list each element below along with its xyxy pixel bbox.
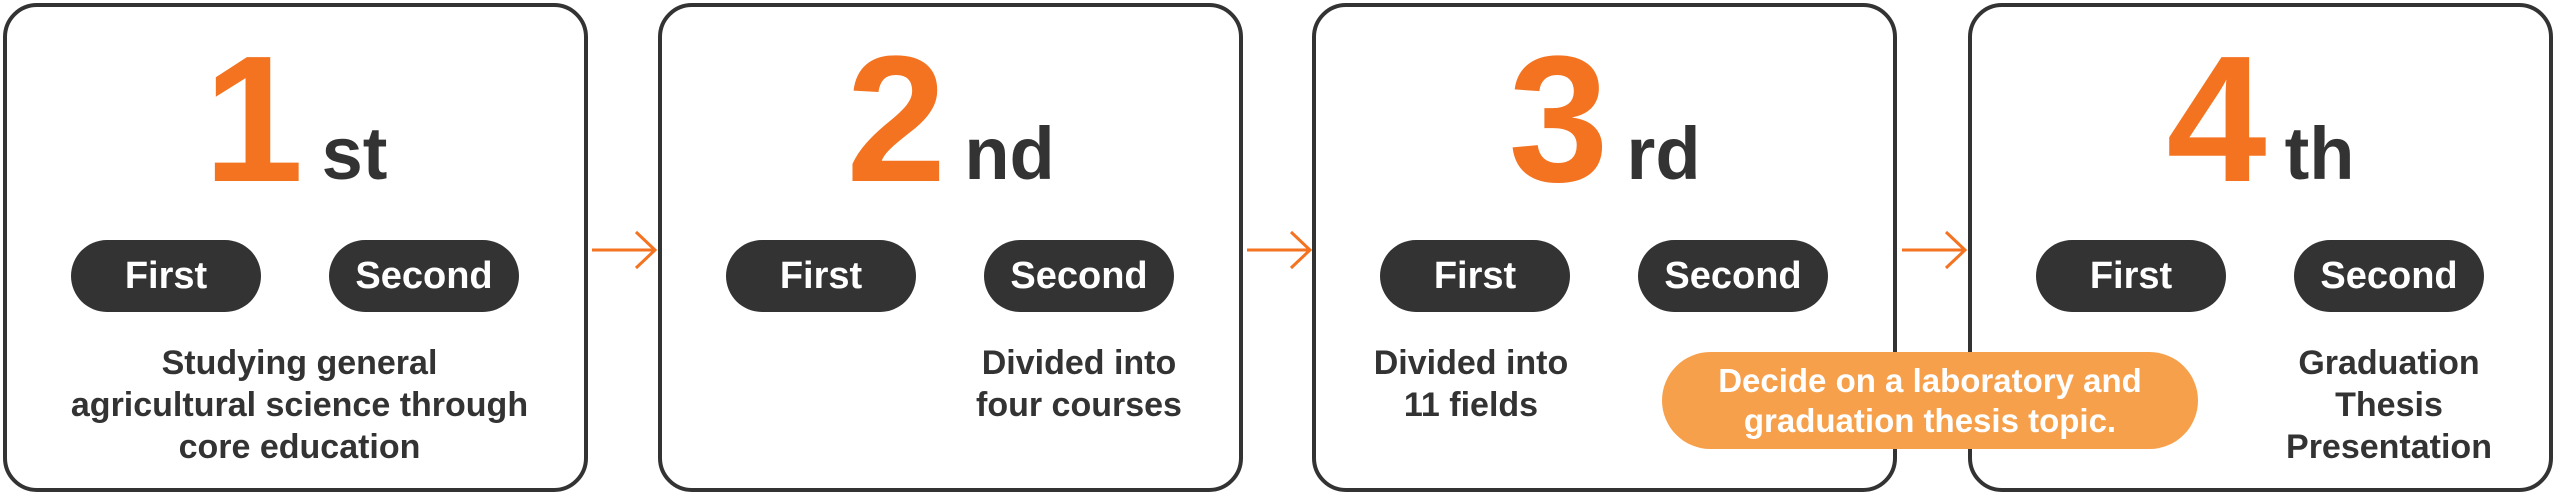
arrow-right-icon [592,230,658,270]
year-description: Studying general agricultural science th… [67,342,532,468]
year-card-1: 1 st First Second Studying general agric… [3,3,588,492]
semester-second-pill: Second [329,240,519,312]
semester-second-pill: Second [2294,240,2484,312]
year-card-3: 3 rd First Second Divided into 11 fields [1312,3,1897,492]
description-line: Divided into [981,344,1177,382]
description-line: Presentation [2286,428,2492,466]
arrow-right-icon [1247,230,1313,270]
description-line: Thesis [2335,386,2443,424]
year-suffix: th [2284,112,2355,195]
semester-first-pill: First [2036,240,2226,312]
year-card-2: 2 nd First Second Divided into four cour… [658,3,1243,492]
description-line: Graduation [2298,344,2480,382]
description-line: core education [178,428,421,466]
semester-first-pill: First [71,240,261,312]
year-heading-2: 2 nd [662,19,1239,220]
year-heading-1: 1 st [7,19,584,220]
year-suffix: nd [964,112,1055,195]
year-heading-4: 4 th [1972,19,2549,220]
description-line: agricultural science through [70,386,529,424]
semester-second-pill: Second [984,240,1174,312]
year-number: 2 [846,19,946,220]
year-number: 4 [2166,19,2267,220]
description-line: four courses [976,386,1182,424]
year-heading-3: 3 rd [1316,19,1893,220]
description-line: 11 fields [1403,386,1539,424]
year-description: Graduation Thesis Presentation [2274,342,2504,468]
thesis-topic-callout: Decide on a laboratory and graduation th… [1662,352,2198,449]
arrow-right-icon [1902,230,1968,270]
year-description: Divided into 11 fields [1356,342,1586,426]
description-line: Studying general [161,344,438,382]
callout-line: graduation thesis topic. [1743,401,2117,439]
year-suffix: st [321,112,388,195]
semester-second-pill: Second [1638,240,1828,312]
year-number: 1 [203,19,304,220]
year-number: 3 [1508,19,1608,220]
semester-first-pill: First [726,240,916,312]
semester-first-pill: First [1380,240,1570,312]
description-line: Divided into [1373,344,1569,382]
callout-line: Decide on a laboratory and [1718,361,2142,399]
year-suffix: rd [1626,112,1701,195]
year-description: Divided into four courses [964,342,1194,426]
